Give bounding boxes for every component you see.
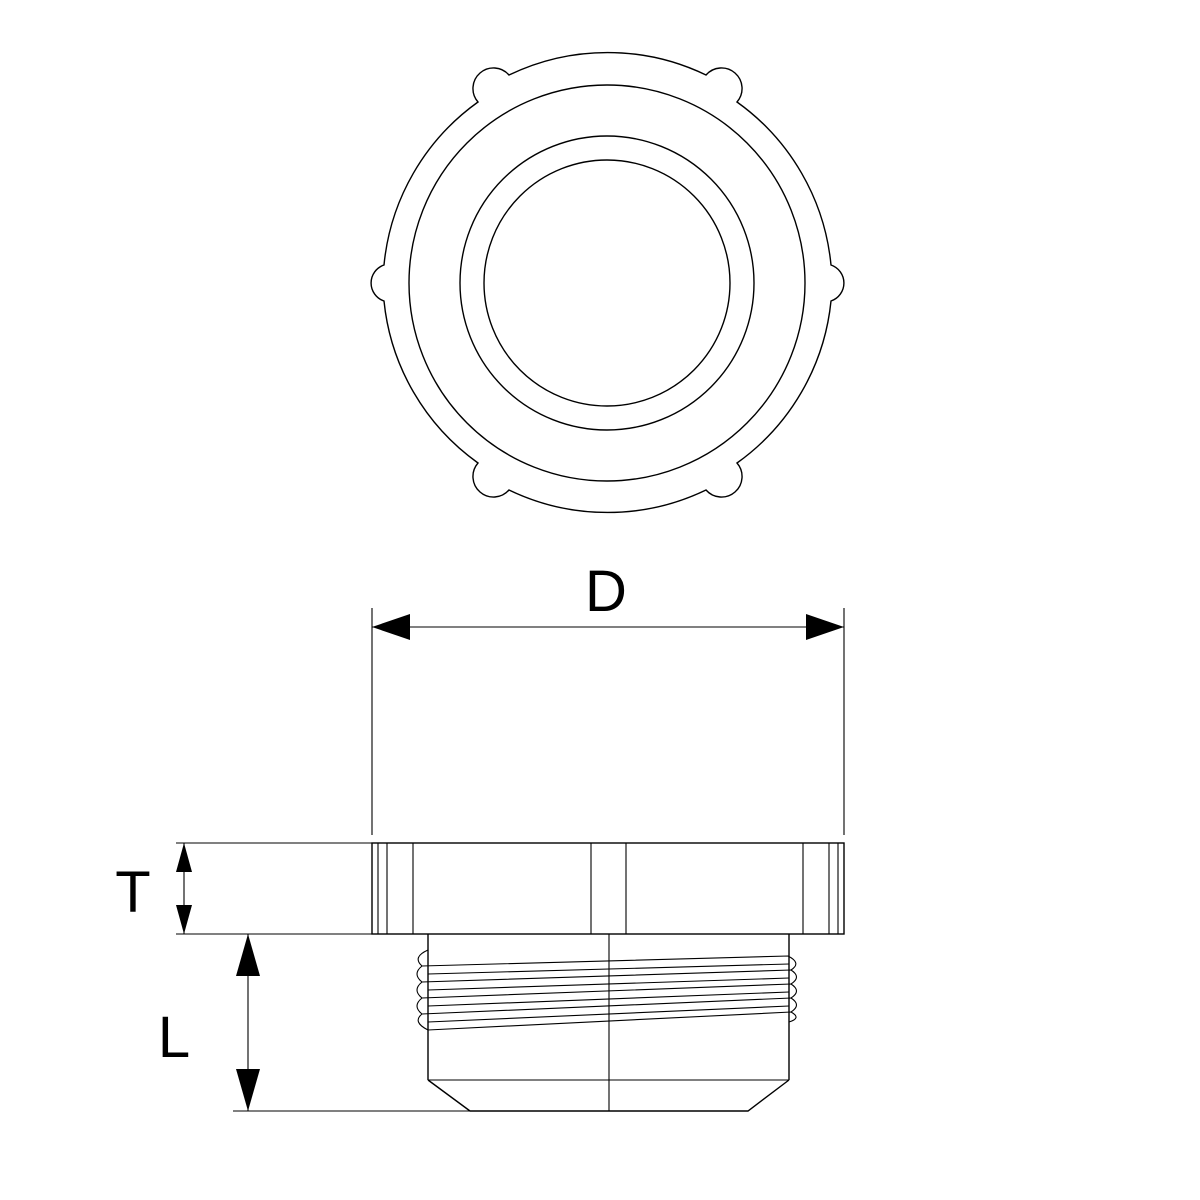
bore-outer-circle [459, 135, 755, 431]
arrow-up-icon [176, 843, 192, 872]
dimension-l-label: L [158, 1005, 190, 1070]
bore-inner-circle [483, 159, 731, 407]
dimension-d-label: D [585, 559, 627, 624]
flange-facet-lines [377, 843, 839, 934]
dimension-l: L [158, 934, 470, 1112]
flange-body [371, 842, 845, 935]
chamfer [427, 1079, 790, 1112]
arrow-up-icon [236, 934, 260, 976]
thread-lines [416, 949, 798, 1031]
dimension-d: D [371, 559, 845, 835]
arrow-right-icon [806, 614, 844, 640]
top-view [370, 51, 845, 514]
dimension-t: T [115, 842, 428, 935]
outer-lobed-contour [370, 51, 845, 514]
arrow-down-icon [236, 1069, 260, 1111]
threaded-shank [416, 934, 798, 1112]
arrow-down-icon [176, 905, 192, 934]
flange-inner-circle [408, 84, 806, 482]
side-view [371, 842, 845, 1112]
arrow-left-icon [372, 614, 410, 640]
dimension-t-label: T [115, 860, 150, 925]
